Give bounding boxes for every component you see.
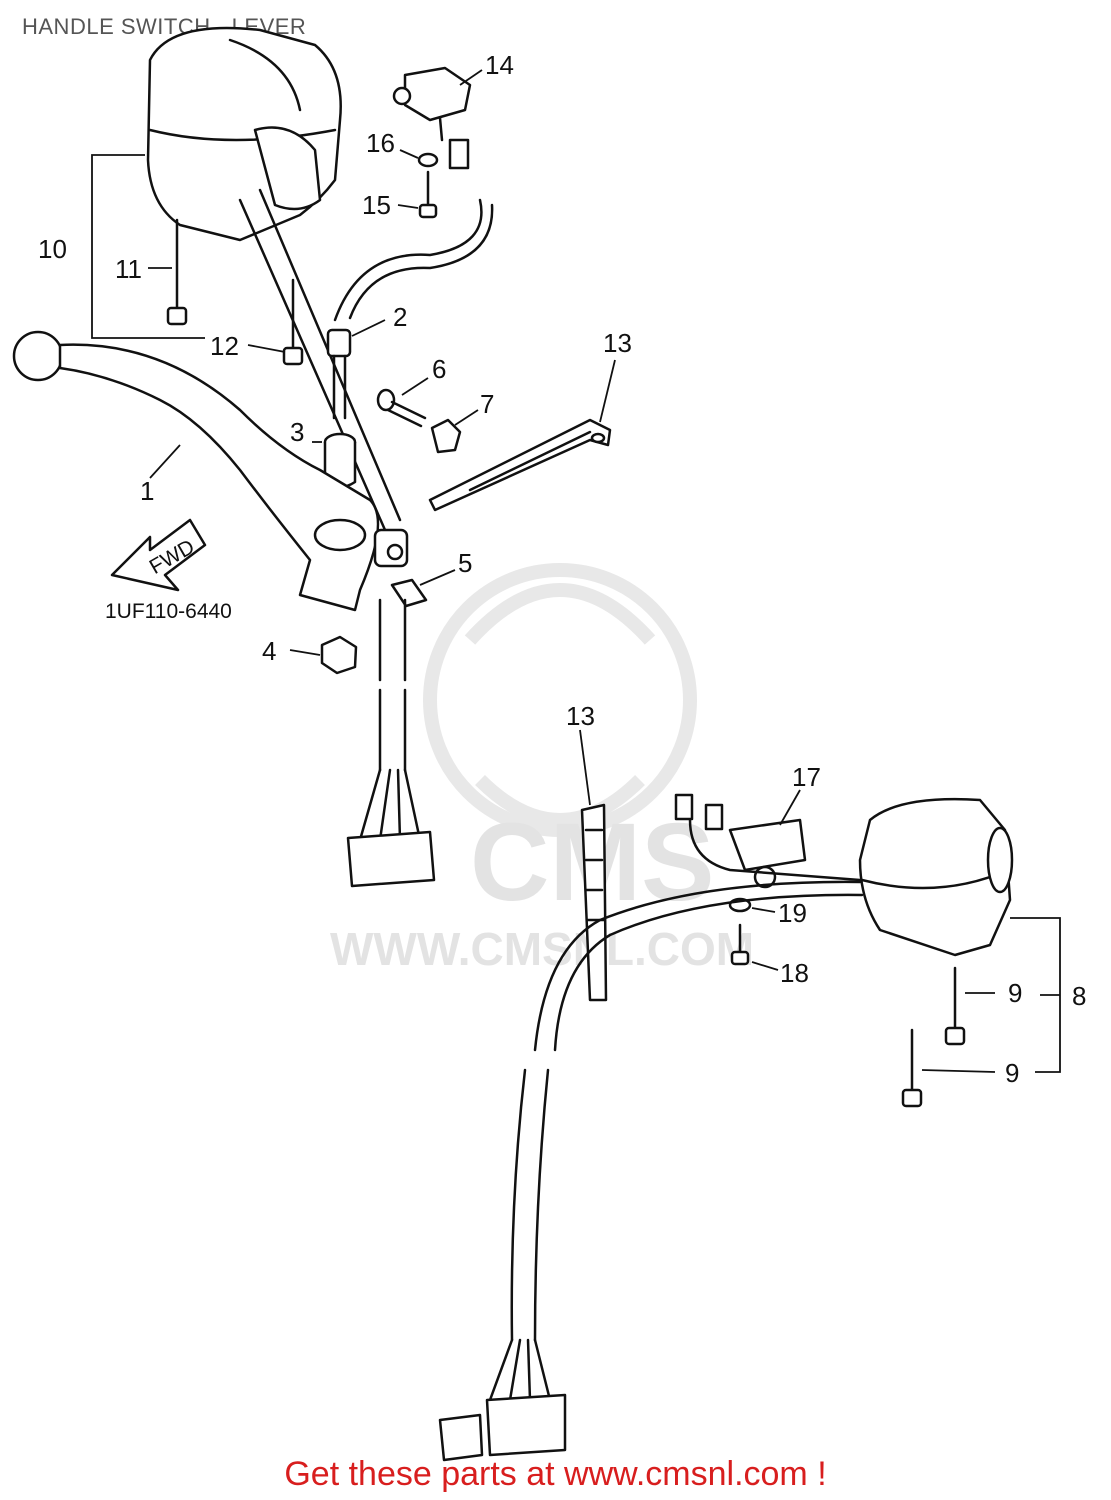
leader-1: [149, 444, 181, 479]
callout-9a: 9: [1008, 978, 1022, 1008]
leader-6: [401, 377, 429, 396]
watermark-logo: [423, 563, 697, 837]
callout-19: 19: [778, 898, 807, 928]
watermark-url: WWW.CMSNL.COM: [330, 923, 754, 975]
bracket-10: [91, 154, 205, 339]
callout-3: 3: [290, 417, 304, 447]
callout-7: 7: [480, 389, 494, 419]
brake-lever-1: [12, 330, 409, 612]
leader-2: [351, 319, 386, 337]
leader-13a: [599, 359, 616, 423]
screw-11: [166, 218, 188, 326]
callouts: 1 2 3 4 5 6 7 8 9 9 10 11 12 13 13 14 15…: [38, 50, 1086, 1088]
cable-tie-13-lower: [580, 803, 608, 1002]
leader-9b: [921, 1069, 996, 1073]
adjust-screw-5: [390, 578, 428, 608]
leader-19: [751, 907, 776, 913]
leader-14: [459, 69, 483, 86]
cable-tie-13-upper: [428, 418, 612, 512]
leader-16: [399, 149, 419, 159]
callout-6: 6: [432, 354, 446, 384]
screw-15: [418, 170, 438, 219]
fwd-arrow: FWD: [110, 518, 207, 592]
callout-8: 8: [1072, 981, 1086, 1011]
callout-11: 11: [115, 254, 142, 284]
callout-9b: 9: [1005, 1058, 1019, 1088]
pivot-bolt-2: [326, 328, 352, 420]
callout-17: 17: [792, 762, 821, 792]
callout-12: 12: [210, 331, 239, 361]
screw-9-upper: [944, 966, 966, 1046]
clutch-switch-14: [392, 66, 472, 170]
callout-15: 15: [362, 190, 391, 220]
callout-1: 1: [140, 476, 154, 506]
callout-5: 5: [458, 548, 472, 578]
brake-switch-17: [674, 793, 862, 889]
watermark: CMS WWW.CMSNL.COM: [330, 563, 754, 975]
leader-12: [247, 344, 286, 353]
nut-7: [430, 418, 462, 454]
diagram-code: 1UF110-6440: [105, 600, 232, 623]
callout-13b: 13: [566, 701, 595, 731]
right-harness: [438, 880, 864, 1462]
leader-15: [397, 204, 419, 209]
screw-18: [730, 923, 750, 966]
wire-14: [333, 198, 483, 322]
callout-4: 4: [262, 636, 276, 666]
screw-9-lower: [901, 1028, 923, 1108]
leader-18: [751, 961, 779, 971]
leader-4: [289, 649, 321, 656]
leader-13b: [579, 729, 591, 806]
callout-2: 2: [393, 302, 407, 332]
left-harness: [346, 598, 436, 888]
callout-14: 14: [485, 50, 514, 80]
screw-12: [282, 278, 304, 366]
callout-10: 10: [38, 234, 67, 264]
leader-17: [779, 789, 801, 826]
nut-4: [320, 635, 358, 675]
leader-7: [454, 409, 479, 426]
screw-6: [376, 388, 427, 428]
callout-13a: 13: [603, 328, 632, 358]
right-handle-switch: [858, 797, 1014, 957]
callout-16: 16: [366, 128, 395, 158]
callout-18: 18: [780, 958, 809, 988]
washer-16: [417, 152, 439, 168]
footer-link[interactable]: Get these parts at www.cmsnl.com !: [284, 1455, 827, 1493]
leader-5: [419, 569, 456, 586]
